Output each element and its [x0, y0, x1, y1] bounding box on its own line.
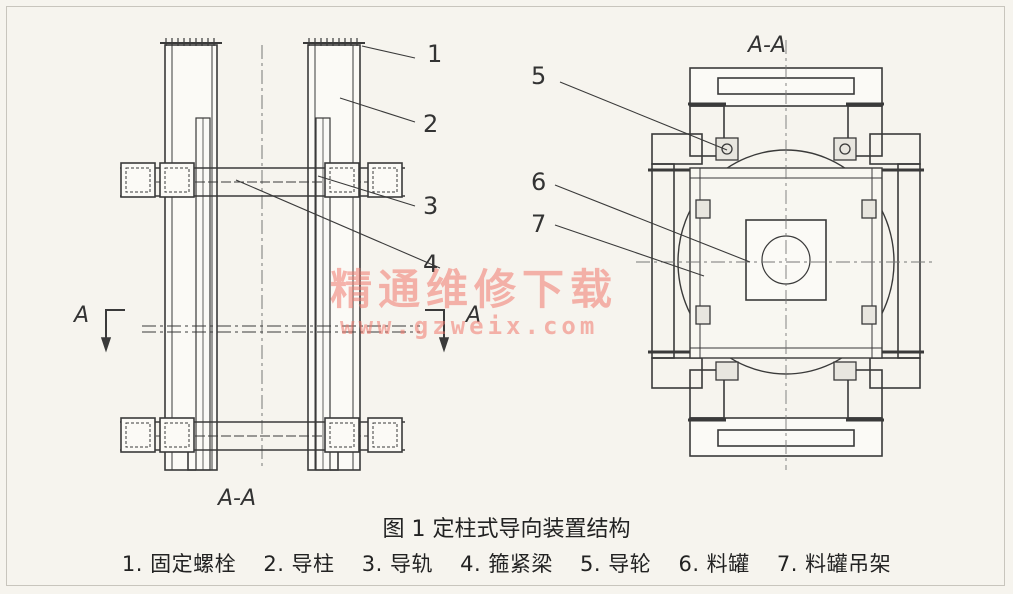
- watermark-text: 精通维修下载: [330, 265, 619, 314]
- cut-mark-left: A: [72, 303, 89, 328]
- legend-item: 4. 箍紧梁: [460, 552, 553, 576]
- cut-mark-right: A: [464, 303, 481, 328]
- callout-4: 4: [423, 250, 438, 278]
- callout-7: 7: [531, 210, 546, 238]
- guide-wheels: [695, 137, 877, 381]
- left-section-label: A-A: [216, 486, 256, 511]
- figure-frame: [6, 6, 1005, 586]
- callout-3: 3: [423, 192, 438, 220]
- legend-item: 2. 导柱: [263, 552, 335, 576]
- figure-title: 图 1 定柱式导向装置结构: [382, 517, 631, 542]
- legend-item: 1. 固定螺栓: [121, 552, 237, 576]
- figure-legend: 1. 固定螺栓 2. 导柱 3. 导轨 4. 箍紧梁 5. 导轮 6. 料罐 7…: [0, 548, 1013, 578]
- left-guide-column: [160, 38, 222, 471]
- legend-item: 5. 导轮: [580, 552, 652, 576]
- legend-item: 7. 料罐吊架: [776, 552, 892, 576]
- callout-2: 2: [423, 110, 438, 138]
- right-section-label: A-A: [746, 33, 786, 58]
- callout-6: 6: [531, 168, 546, 196]
- legend-item: 3. 导轨: [361, 552, 433, 576]
- section-cut-line: [100, 309, 450, 353]
- right-guide-column: [303, 38, 365, 471]
- watermark-url: www.gzweix.com: [340, 312, 599, 340]
- right-leaders: [554, 81, 751, 277]
- callout-1: 1: [427, 40, 442, 68]
- callout-5: 5: [531, 62, 546, 90]
- left-leaders: [235, 45, 441, 269]
- upper-clamp-beam: [120, 162, 405, 198]
- lower-clamp-beam: [120, 417, 405, 453]
- legend-item: 6. 料罐: [678, 552, 750, 576]
